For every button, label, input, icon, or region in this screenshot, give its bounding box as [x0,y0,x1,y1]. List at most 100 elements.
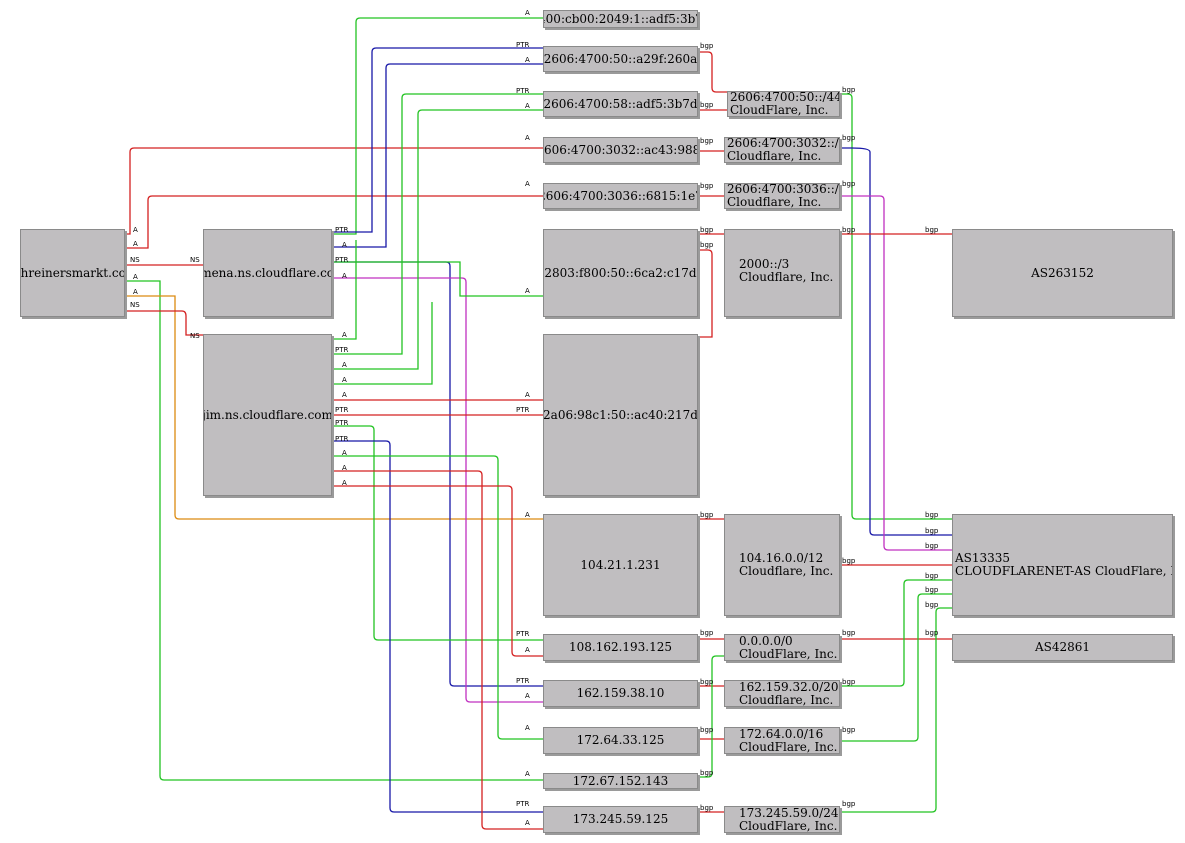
edge-a [332,261,543,297]
edge-label-a: A [342,361,347,369]
edge-label-ptr: PTR [335,419,348,427]
prefix-org: CloudFlare, Inc. [739,646,838,661]
ip-node-173-245-59-125[interactable]: 173.245.59.125 [543,806,698,833]
edge-a [332,455,543,740]
edge-label-bgp: bgp [700,226,714,234]
prefix-org: Cloudflare, Inc. [739,692,834,707]
ip-node-2400-cb00[interactable]: 2400:cb00:2049:1::adf5:3b7d [543,10,698,28]
as-org: CLOUDFLARENET-AS CloudFlare, Inc. [955,564,1173,578]
ip-node-2a06-98c1[interactable]: 2a06:98c1:50::ac40:217d [543,334,698,496]
prefix-org: Cloudflare, Inc. [739,564,834,578]
edge-label-bgp: bgp [925,572,939,580]
prefix-label: 0.0.0.0/0 [739,634,793,648]
prefix-org: CloudFlare, Inc. [739,739,838,754]
edge-label-bgp: bgp [925,601,939,609]
edge-label-ptr: PTR [516,87,529,95]
edge-label-bgp: bgp [925,226,939,234]
edge-label-a: A [342,241,347,249]
ip-node-162-159-38-10[interactable]: 162.159.38.10 [543,680,698,707]
edge-label-bgp: bgp [842,226,856,234]
ip-label: 2803:f800:50::6ca2:c17d [544,265,697,280]
edge-a [125,280,543,781]
as-node-42861[interactable]: AS42861 [952,634,1173,661]
edge-label-bgp: bgp [925,629,939,637]
edge-label-ptr: PTR [516,41,529,49]
edge-label-ptr: PTR [335,406,348,414]
as-label: AS13335 [955,551,1011,565]
ip-node-2606-4700-3036[interactable]: 2606:4700:3036::6815:1e7 [543,183,698,209]
edge-label-bgp: bgp [842,678,856,686]
nameserver-label-ximena: ximena.ns.cloudflare.com [204,265,331,280]
edge-label-a: A [133,226,138,234]
prefix-org: CloudFlare, Inc. [730,103,829,117]
edge-a [332,109,543,370]
edge-label-ns: NS [130,256,140,264]
edge-label-bgp: bgp [842,86,856,94]
edge-bgp [840,93,952,520]
edge-bgp [698,655,724,778]
edge-label-a: A [525,692,530,700]
domain-node-schreinersmarkt[interactable]: schreinersmarkt.com [20,229,125,317]
edge-bgp [840,579,952,687]
ip-node-2606-4700-3032[interactable]: 2606:4700:3032::ac43:988f [543,137,698,163]
prefix-label: 173.245.59.0/24 [739,806,839,820]
nameserver-node-ximena[interactable]: ximena.ns.cloudflare.com [203,229,332,317]
nameserver-node-jim[interactable]: jim.ns.cloudflare.com [203,334,332,496]
edge-ptr [332,47,543,233]
prefix-org: Cloudflare, Inc. [727,149,822,163]
edge-label-bgp: bgp [700,137,714,145]
edge-label-a: A [525,391,530,399]
edge-ptr [332,93,543,355]
edge-ptr [332,425,543,641]
ip-node-104-21-1-231[interactable]: 104.21.1.231 [543,514,698,616]
ip-node-2803-f800[interactable]: 2803:f800:50::6ca2:c17d [543,229,698,317]
edge-label-a: A [525,819,530,827]
prefix-org: CloudFlare, Inc. [739,818,838,833]
as-node-263152[interactable]: AS263152 [952,229,1173,317]
edge-label-bgp: bgp [842,134,856,142]
edge-ptr [332,440,543,813]
ip-label: 173.245.59.125 [572,812,669,826]
ip-node-2606-4700-58[interactable]: 2606:4700:58::adf5:3b7d [543,91,698,117]
ip-node-108-162-193-125[interactable]: 108.162.193.125 [543,634,698,661]
ip-node-172-67-152-143[interactable]: 172.67.152.143 [543,773,698,789]
edge-label-a: A [525,180,530,188]
edge-bgp [840,147,952,536]
edge-label-a: A [342,464,347,472]
edge-label-bgp: bgp [700,182,714,190]
prefix-label: 172.64.0.0/16 [739,727,824,741]
prefix-label: 2606:4700:3036::/48 [727,183,839,196]
ip-label: 2606:4700:58::adf5:3b7d [543,96,698,111]
edge-label-ns: NS [190,256,200,264]
prefix-node-2606-4700-3036-48[interactable]: 2606:4700:3036::/48Cloudflare, Inc. [724,183,840,209]
edge-label-a: A [342,391,347,399]
edge-bgp [840,607,952,813]
ip-node-172-64-33-125[interactable]: 172.64.33.125 [543,727,698,754]
edge-label-bgp: bgp [700,769,714,777]
ip-label: 162.159.38.10 [576,686,665,700]
domain-label: schreinersmarkt.com [20,265,124,280]
edge-label-bgp: bgp [842,629,856,637]
nameserver-label-jim: jim.ns.cloudflare.com [203,407,332,422]
prefix-node-2606-4700-3032-48[interactable]: 2606:4700:3032::/48Cloudflare, Inc. [724,137,840,163]
prefix-label: 162.159.32.0/20 [739,680,839,694]
edge-bgp [840,593,952,742]
edge-label-ptr: PTR [516,800,529,808]
edge-label-a: A [525,770,530,778]
edge-a [332,17,543,235]
edge-a [332,485,543,657]
ip-node-2606-4700-50[interactable]: 2606:4700:50::a29f:260a [543,46,698,72]
edge-label-a: A [133,288,138,296]
edge-label-bgp: bgp [925,527,939,535]
edge-label-ptr: PTR [335,435,348,443]
ip-label: 2606:4700:50::a29f:260a [543,51,698,66]
edge-bgp [698,51,727,93]
